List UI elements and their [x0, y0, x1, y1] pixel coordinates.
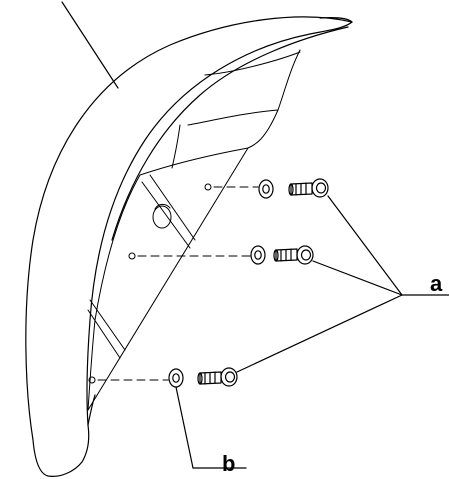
plate-boss — [152, 203, 172, 229]
alignment-lines — [97, 186, 259, 381]
callout-label-a: a — [430, 271, 443, 296]
washer-bottom — [168, 368, 184, 388]
leader-lines — [61, 1, 449, 469]
bolts — [197, 178, 329, 387]
leader-a-bolt-top — [327, 195, 403, 296]
leader-top-left — [61, 1, 119, 89]
leader-a-bolt-bottom — [236, 294, 403, 373]
leader-a-bolt-middle — [312, 260, 403, 296]
mounting-hole-bottom — [88, 376, 96, 384]
callout-label-b: b — [222, 451, 236, 476]
washer-top — [258, 179, 274, 199]
bolt-middle — [273, 245, 314, 265]
fender-inner-surface — [87, 49, 301, 411]
bolt-bottom — [197, 367, 238, 387]
mounting-hole-middle — [128, 252, 136, 260]
mounting-hole-top — [204, 183, 212, 191]
leader-b-washer — [175, 386, 194, 469]
fender-shell — [25, 16, 353, 477]
washers — [168, 179, 274, 388]
mounting-holes — [88, 183, 212, 384]
bolt-top — [288, 178, 329, 198]
washer-middle — [250, 245, 266, 265]
